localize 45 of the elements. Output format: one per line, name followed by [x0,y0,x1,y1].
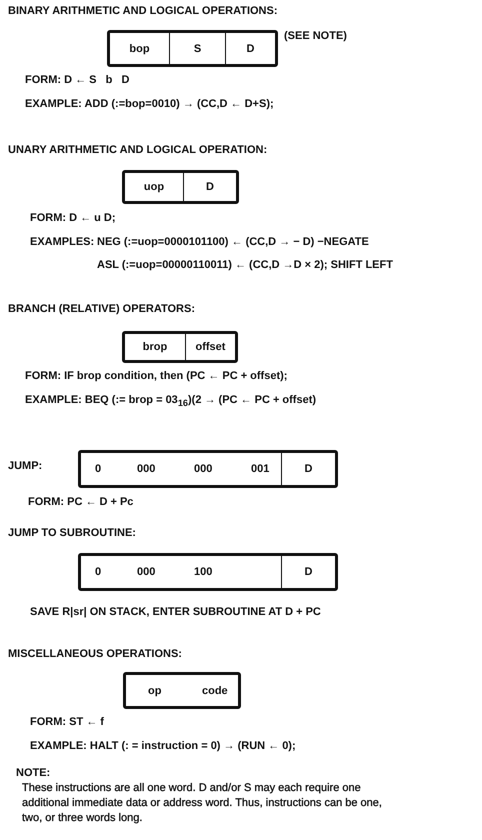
field-value: 000 [194,463,212,475]
example-text: NEG (:=uop=0000101100) ← (CC,D → − D) −NEGATE [97,236,369,248]
instruction-field: bop [110,33,169,64]
description-text: SAVE R|sr| ON STACK, ENTER SUBROUTINE AT D + PC [30,606,321,618]
example-text: EXAMPLE: HALT (: = instruction = 0) → (RUN ← 0); [30,740,296,752]
section-heading: JUMP TO SUBROUTINE: [8,527,136,539]
form-text: FORM: IF brop condition, then (PC ← PC + offset); [25,370,288,382]
example-text: ASL (:=uop=00000110011) ← (CC,D →D × 2); SHIFT LEFT [97,259,393,271]
field-value: code [202,684,228,696]
instruction-word-box [78,553,338,591]
example-text: EXAMPLE: ADD (:=bop=0010) → (CC,D ← D+S); [25,98,274,110]
field-value: 001 [251,463,270,475]
instruction-field: brop [125,334,185,360]
form-text: FORM: ST ← f [30,716,104,728]
instruction-word-box [107,30,278,67]
example-label: EXAMPLES: [30,236,94,248]
section-heading: BRANCH (RELATIVE) OPERATORS: [8,303,195,315]
instruction-word-box [122,331,238,363]
form-text: FORM: D ← u D; [30,212,116,224]
form-text: FORM: D ← S b D [25,74,130,86]
field-value: 000 [137,566,156,578]
instruction-word-box [123,672,241,709]
section-heading: JUMP: [8,460,42,472]
instruction-field: D [281,453,335,485]
section-heading: BINARY ARITHMETIC AND LOGICAL OPERATIONS: [8,5,278,17]
note-paragraph: These instructions are all one word. D and/or S may each require one additional immediate data or address word. Thus, instructions can be one, two, or three words long. [22,781,383,826]
field-value: op [148,684,162,696]
instruction-field: D [281,556,335,588]
field-value: 000 [137,463,156,475]
note-reference: (SEE NOTE) [284,30,347,42]
instruction-field: D [183,173,236,201]
instruction-field: S [169,33,225,64]
instruction-field: offset [185,334,235,360]
field-value: 100 [194,566,212,578]
section-heading: UNARY ARITHMETIC AND LOGICAL OPERATION: [8,144,268,156]
instruction-word-box [78,450,338,488]
field-value: 0 [95,566,102,578]
example-text: EXAMPLE: BEQ (:= brop = 03$_{16}$)(2 → (PC ← PC + offset) [25,394,316,408]
instruction-field: uop [125,173,183,201]
note-heading: NOTE: [16,767,50,779]
field-value: 0 [95,463,102,475]
instruction-field: D [225,33,275,64]
instruction-word-box [122,170,239,204]
form-text: FORM: PC ← D + Pc [28,496,134,508]
section-heading: MISCELLANEOUS OPERATIONS: [8,648,182,660]
